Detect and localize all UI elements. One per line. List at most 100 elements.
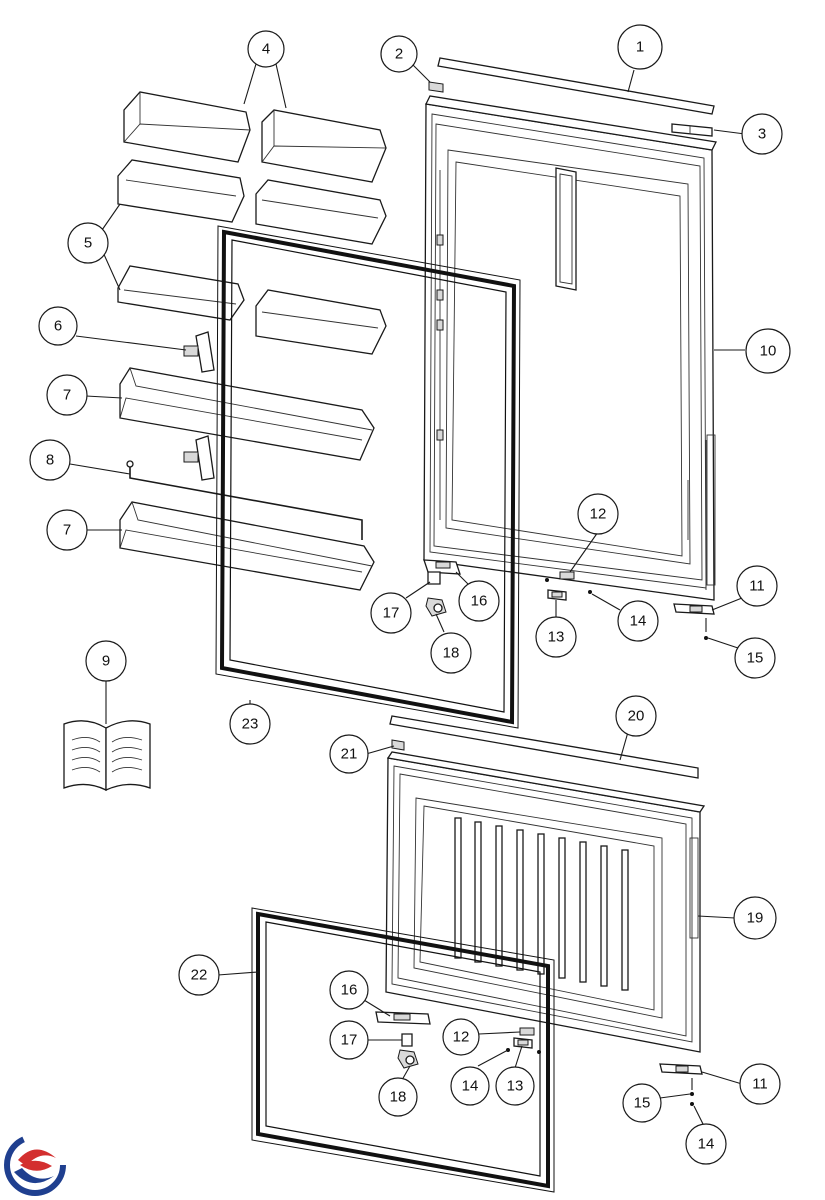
callout-5: 5 [67, 222, 109, 264]
callout-label: 9 [102, 653, 110, 670]
callout-label: 11 [752, 1076, 768, 1093]
callout-label: 13 [548, 629, 565, 646]
callout-18-upper: 18 [430, 632, 472, 674]
callout-label: 5 [84, 235, 92, 252]
part-14-screw-upper-b [588, 590, 592, 594]
part-2-hinge-bushing [428, 81, 444, 93]
part-14-screw-upper-a [545, 578, 549, 582]
callout-14-upper: 14 [617, 600, 659, 642]
callout-13-upper: 13 [535, 616, 577, 658]
part-17-hinge-pin-upper [427, 571, 441, 585]
fridge-door-panel [423, 95, 717, 601]
part-11-lower-hinge-upper [673, 603, 715, 615]
callout-9: 9 [85, 640, 127, 682]
callout-11-lower: 11 [739, 1063, 781, 1105]
part-4-dairy-bin-left [123, 91, 251, 163]
callout-label: 4 [262, 41, 270, 58]
callout-label: 21 [341, 746, 358, 763]
callout-label: 6 [54, 318, 62, 335]
callout-label: 14 [462, 1078, 479, 1095]
callout-2: 2 [380, 35, 418, 73]
part-5-shelf-2 [255, 179, 387, 245]
callout-label: 3 [758, 126, 766, 143]
part-1-top-trim [437, 57, 715, 115]
part-9-user-manual-icon [63, 720, 151, 792]
callout-7-lower: 7 [46, 509, 88, 551]
part-23-fridge-gasket [215, 225, 521, 729]
callout-label: 14 [630, 613, 647, 630]
part-5-shelf-4 [255, 289, 387, 355]
part-21-lower-hinge-bushing [391, 739, 405, 751]
part-14-screw-lower-b [537, 1050, 541, 1054]
callout-13-lower: 13 [495, 1066, 535, 1106]
part-15-washer-upper [704, 618, 708, 640]
callout-18-lower: 18 [378, 1077, 418, 1117]
callout-label: 23 [242, 716, 259, 733]
part-11-lower-hinge-lower [659, 1063, 703, 1075]
callout-label: 16 [471, 593, 488, 610]
freezer-door-panel [385, 751, 706, 1053]
callout-15-upper: 15 [734, 637, 776, 679]
part-20-lower-top-trim [389, 715, 699, 779]
callout-label: 1 [636, 39, 644, 56]
callout-12-lower: 12 [442, 1018, 480, 1056]
part-13-bushing-lower [513, 1037, 533, 1049]
callout-label: 15 [634, 1095, 651, 1112]
brand-swirl-icon [4, 1134, 66, 1196]
part-3-end-cap [671, 123, 713, 137]
callout-label: 10 [760, 343, 777, 360]
callout-label: 12 [590, 506, 607, 523]
part-8-wire-rail [126, 460, 363, 540]
callout-label: 15 [747, 650, 764, 667]
callout-label: 13 [507, 1078, 524, 1095]
part-12-stopper-upper [559, 571, 575, 580]
part-12-stopper-lower [519, 1027, 535, 1036]
callout-14-lower-left: 14 [450, 1066, 490, 1106]
callout-label: 18 [443, 645, 460, 662]
part-16-hinge-plate-lower [375, 1011, 431, 1025]
part-17-hinge-pin-lower [401, 1033, 413, 1047]
callout-7-upper: 7 [46, 374, 88, 416]
callout-8: 8 [29, 439, 71, 481]
part-6-divider-clip-lower [183, 435, 215, 481]
leader-lines [69, 61, 746, 1127]
callout-15-lower: 15 [622, 1083, 662, 1123]
callout-20: 20 [615, 695, 657, 737]
part-7-long-shelf-upper [119, 367, 375, 461]
callout-label: 2 [395, 46, 403, 63]
part-22-freezer-gasket [251, 907, 555, 1193]
callout-16-upper: 16 [458, 580, 500, 622]
callout-label: 7 [63, 387, 71, 404]
callout-11-upper: 11 [736, 565, 778, 607]
callout-label: 16 [341, 982, 358, 999]
callout-label: 7 [63, 522, 71, 539]
callout-label: 17 [383, 605, 400, 622]
callout-10: 10 [745, 328, 791, 374]
callout-label: 18 [390, 1089, 407, 1106]
part-15-washer-lower [690, 1078, 694, 1106]
callout-label: 14 [698, 1136, 715, 1153]
callout-label: 8 [46, 452, 54, 469]
callout-17-lower: 17 [329, 1020, 369, 1060]
part-4-dairy-bin-right [261, 109, 387, 183]
callout-14-lower-right: 14 [685, 1123, 727, 1165]
part-16-hinge-plate-upper [423, 559, 461, 575]
callout-3: 3 [741, 113, 783, 155]
part-6-divider-clip [183, 331, 215, 373]
callout-16-lower: 16 [329, 970, 369, 1010]
callout-6: 6 [38, 306, 78, 346]
part-18-hinge-bracket-lower [397, 1049, 419, 1069]
callout-label: 11 [749, 578, 765, 595]
callout-label: 12 [453, 1029, 470, 1046]
callout-23: 23 [229, 703, 271, 745]
callout-19: 19 [733, 896, 777, 940]
part-7-long-shelf-lower [119, 501, 375, 591]
callout-22: 22 [178, 954, 220, 996]
callout-4: 4 [247, 30, 285, 68]
callout-17-upper: 17 [370, 592, 412, 634]
part-5-shelf-1 [117, 159, 245, 223]
callout-label: 20 [628, 708, 645, 725]
part-13-bushing-upper [547, 589, 567, 601]
callout-21: 21 [329, 734, 369, 774]
